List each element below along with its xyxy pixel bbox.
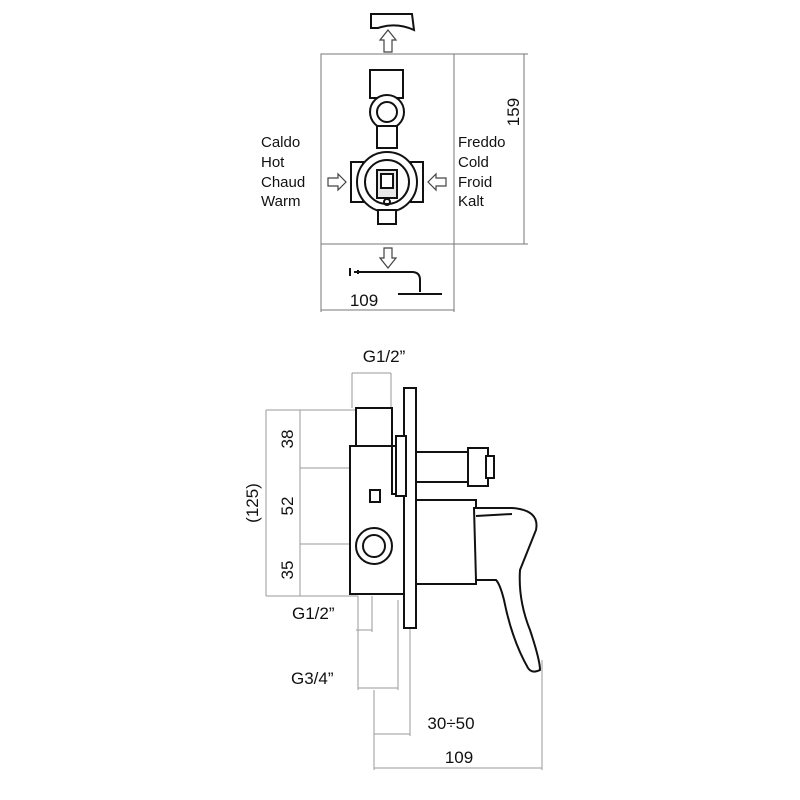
side-view: G1/2” (125) 38 52 35 G1/2” G3/4” 30÷50 1… (243, 347, 543, 770)
total-height-dim: (125) (243, 483, 262, 523)
hot-label-en: Hot (261, 154, 285, 171)
body-outline (320, 53, 455, 245)
lever-handle (472, 507, 542, 673)
cold-label-it: Freddo (458, 134, 506, 151)
hot-label-fr: Chaud (261, 174, 305, 191)
valve-top-block (369, 69, 404, 99)
dim-52: 52 (278, 497, 297, 516)
dim-38: 38 (278, 430, 297, 449)
mixer-sleeve (415, 499, 477, 585)
hot-label-it: Caldo (261, 134, 300, 151)
valve-neck (376, 125, 398, 149)
thread-mid-label: G1/2” (292, 604, 335, 623)
top-view: Caldo Hot Chaud Warm Freddo Cold Froid K… (261, 13, 528, 312)
valve-top-ring (369, 94, 405, 130)
outlet-up-arrow (378, 29, 398, 53)
cover-plate (403, 387, 417, 629)
top-width-dim: 109 (350, 291, 378, 310)
outlet-down-arrow (378, 247, 398, 269)
shower-icon (349, 268, 442, 295)
thread-bottom-label: G3/4” (291, 669, 334, 688)
cold-label-fr: Froid (458, 174, 492, 191)
side-top-pipe (355, 407, 393, 447)
hot-label-de: Warm (261, 193, 300, 210)
thread-top-label: G1/2” (363, 347, 406, 366)
depth-dim: 30÷50 (427, 714, 474, 733)
cold-label-de: Kalt (458, 193, 485, 210)
hot-inlet-arrow (327, 172, 347, 192)
cold-label-en: Cold (458, 154, 489, 171)
diverter-stem (415, 451, 471, 483)
dim-35: 35 (278, 561, 297, 580)
spout-icon (370, 13, 416, 32)
cold-inlet-arrow (427, 172, 447, 192)
top-height-dim: 159 (504, 98, 523, 126)
side-outlet-ring (355, 527, 393, 565)
side-width-dim: 109 (445, 748, 473, 767)
